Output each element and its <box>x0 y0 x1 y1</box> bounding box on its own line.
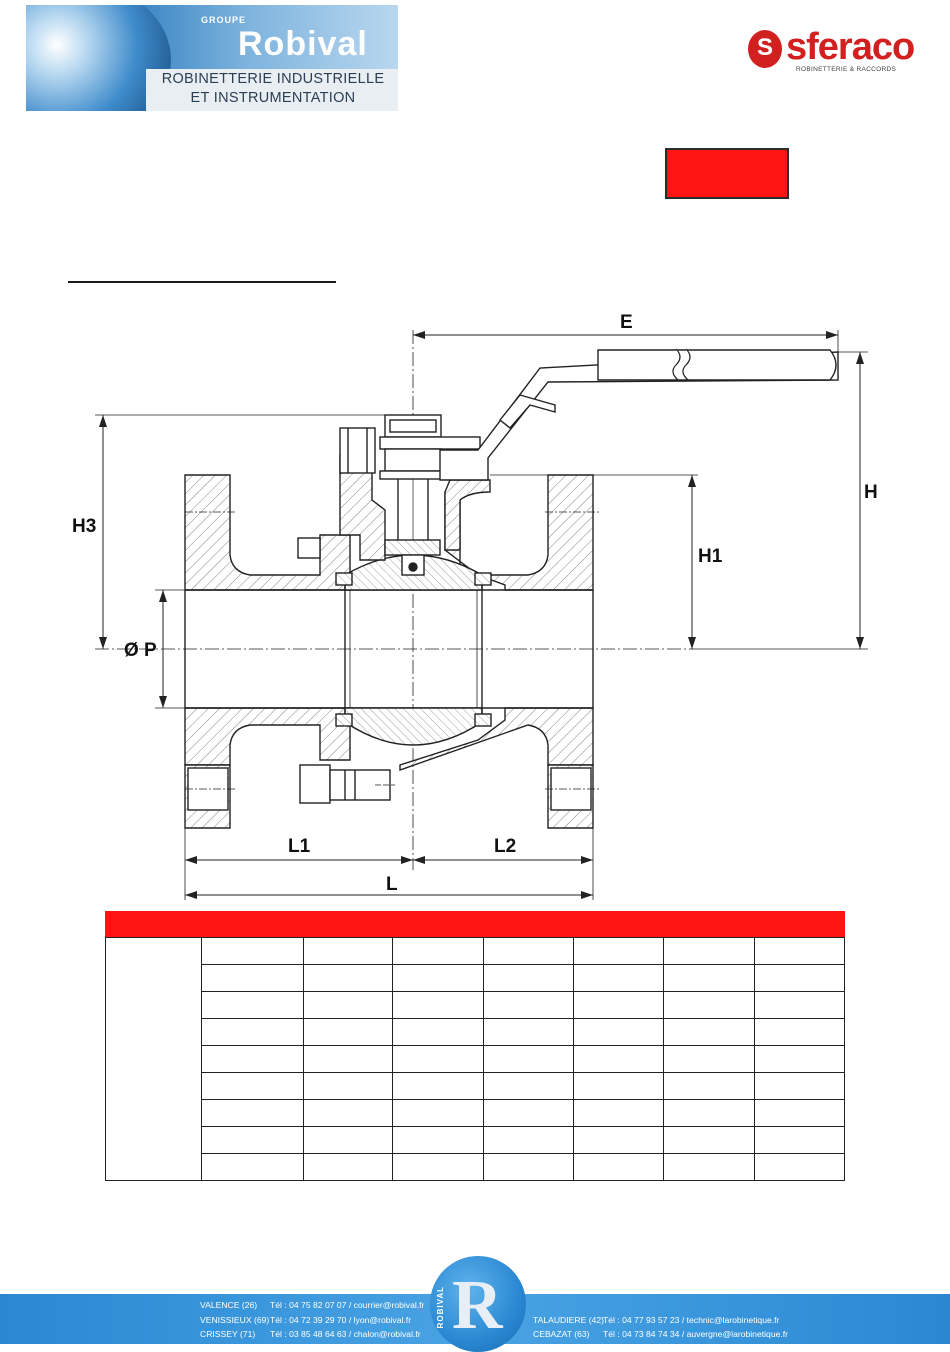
label-L2: L2 <box>494 836 516 857</box>
table-row <box>106 964 845 992</box>
logo-tagline-1: ROBINETTERIE INDUSTRIELLE <box>161 71 385 87</box>
label-H3: H3 <box>72 516 96 537</box>
table-row <box>106 991 845 1019</box>
badge-letter: R <box>452 1267 503 1344</box>
logo-tagline-2: ET INSTRUMENTATION <box>190 90 356 106</box>
label-L: L <box>386 874 398 895</box>
logo-brand-text: Robival <box>238 25 368 63</box>
table-row <box>106 1072 845 1100</box>
sferaco-subtitle: ROBINETTERIE & RACCORDS <box>796 66 897 73</box>
footer-right-city-2: CEBAZAT (63) <box>533 1329 590 1339</box>
robival-logo: GROUPE Robival ROBINETTERIE INDUSTRIELLE… <box>26 5 398 111</box>
table-header-cell <box>303 911 393 938</box>
table-row <box>106 1018 845 1046</box>
footer-right-contact-2: Tél : 04 73 84 74 34 / auvergne@larobine… <box>603 1329 789 1339</box>
footer-left-city-2: VENISSIEUX (69) <box>200 1315 270 1325</box>
badge-vertical-text: ROBIVAL <box>436 1286 445 1329</box>
table-row <box>106 1153 845 1181</box>
table-header-row <box>105 911 845 938</box>
footer-right-contact-1: Tél : 04 77 93 57 23 / technic@larobinet… <box>603 1315 780 1325</box>
label-E: E <box>620 312 633 333</box>
logo-groupe-text: GROUPE <box>201 15 247 25</box>
footer-left-city-3: CRISSEY (71) <box>200 1329 256 1339</box>
footer-left-city-1: VALENCE (26) <box>200 1300 258 1310</box>
table-header-cell <box>754 911 845 938</box>
logo-band <box>146 69 398 111</box>
label-H1: H1 <box>698 546 723 567</box>
valve-drawing: E H H1 H3 Ø P L1 L2 L <box>72 312 878 900</box>
table-header-cell <box>201 911 304 938</box>
label-L1: L1 <box>288 836 311 857</box>
sferaco-name: sferaco <box>786 26 915 68</box>
sferaco-mark-letter: S <box>756 34 773 61</box>
sferaco-mark-icon: S <box>748 30 782 68</box>
table-header-cell <box>573 911 664 938</box>
table-header-cell <box>392 911 484 938</box>
table-row <box>106 1126 845 1154</box>
table-header-cell <box>663 911 755 938</box>
table-header-cell <box>105 911 202 938</box>
table-row <box>106 1045 845 1073</box>
table-merged-cell <box>105 937 202 1181</box>
robival-badge-icon: ROBIVAL R <box>430 1256 526 1352</box>
table-row <box>106 1099 845 1127</box>
footer-right-city-1: TALAUDIERE (42) <box>533 1315 604 1325</box>
sferaco-logo: S sferaco ROBINETTERIE & RACCORDS <box>746 26 931 76</box>
label-H: H <box>864 482 878 503</box>
footer-left-contact-2: Tél : 04 72 39 29 70 / lyon@robival.fr <box>270 1315 412 1325</box>
table-header-cell <box>483 911 574 938</box>
table-row <box>105 937 845 1181</box>
footer-left-contact-3: Tél : 03 85 48 64 63 / chalon@robival.fr <box>270 1329 421 1339</box>
footer-left-contact-1: Tél : 04 75 82 07 07 / courrier@robival.… <box>270 1300 425 1310</box>
label-P: Ø P <box>124 640 157 661</box>
reference-box <box>665 148 789 199</box>
section-title-underline <box>68 281 336 283</box>
dimensions-table <box>105 911 845 1181</box>
